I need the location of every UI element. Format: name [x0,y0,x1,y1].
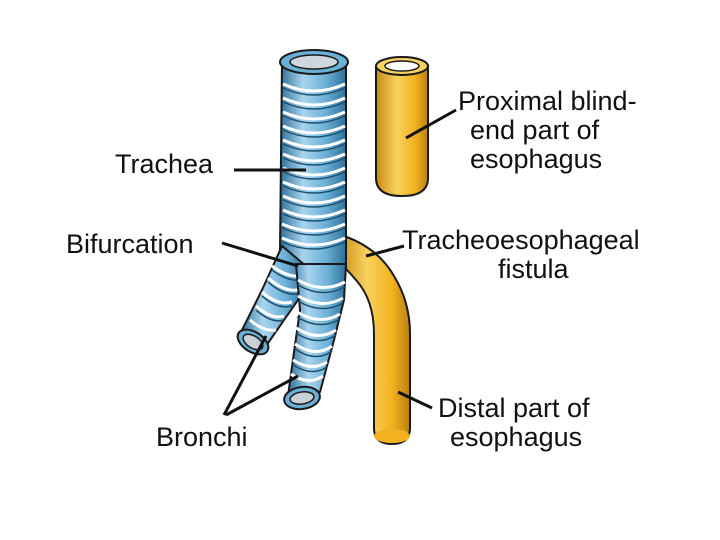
right-bronchus [283,263,348,411]
label-proximal-2: end part of [470,115,600,145]
label-distal-2: esophagus [450,422,582,452]
fistula-leader [365,244,405,258]
distal-leader [397,390,433,410]
label-bronchi: Bronchi [156,422,248,452]
label-fistula-2: fistula [498,254,570,284]
label-distal-1: Distal part of [438,393,590,423]
label-trachea: Trachea [115,149,214,179]
trachea [278,49,349,271]
labels: Trachea Bifurcation Bronchi Proximal bli… [66,86,640,452]
proximal-leader [405,108,457,140]
distal-esophagus [336,234,411,446]
label-fistula-1: Tracheoesophageal [402,225,640,255]
bifurcation-leader [221,241,299,268]
label-proximal-3: esophagus [470,144,602,174]
label-proximal-1: Proximal blind- [458,86,637,116]
bronchi-leader-left [222,335,268,416]
trachea-rings [281,82,346,247]
leader-lines [221,108,457,417]
label-bifurcation: Bifurcation [66,229,194,259]
proximal-esophagus-pouch [375,56,429,198]
bronchi-leader-right [225,374,299,417]
